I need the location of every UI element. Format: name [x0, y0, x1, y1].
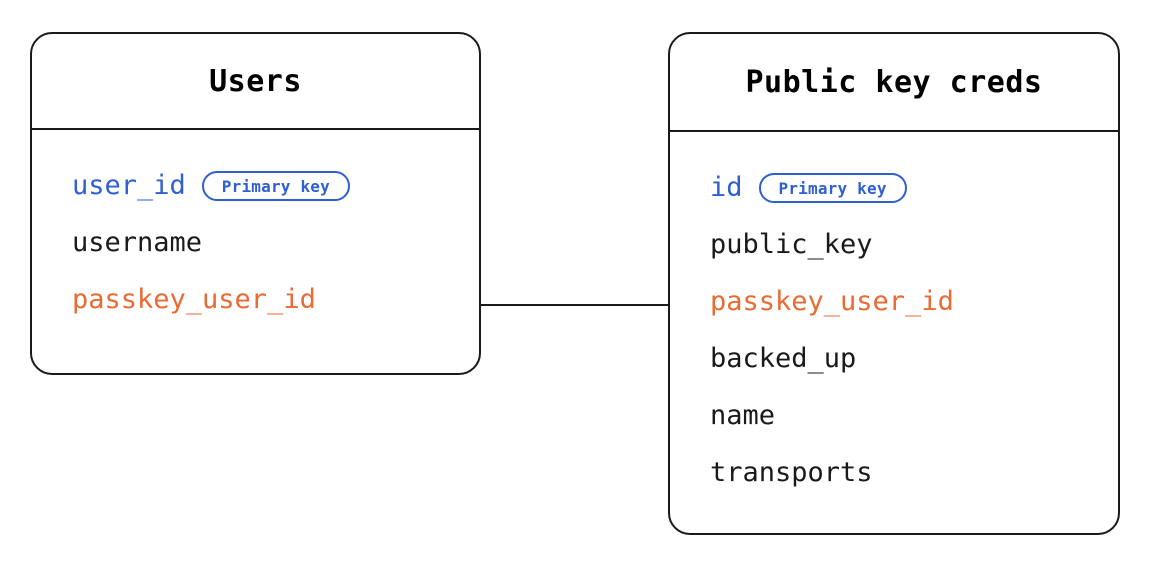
field-name-name: name: [710, 400, 776, 431]
primary-key-badge: Primary key: [201, 171, 350, 201]
field-row[interactable]: public_key: [710, 228, 873, 262]
entity-public-key-creds-header: Public key creds: [670, 34, 1118, 132]
relationship-connector-users-to-public-key-creds: [481, 304, 668, 306]
entity-public-key-creds-field-list: id Primary key public_key passkey_user_i…: [670, 132, 1118, 533]
field-name-user-id: user_id: [72, 170, 186, 201]
entity-public-key-creds-title: Public key creds: [745, 64, 1043, 100]
field-row[interactable]: username: [72, 226, 202, 260]
field-row[interactable]: transports: [710, 456, 873, 490]
field-row[interactable]: passkey_user_id: [72, 283, 316, 317]
field-name-passkey-user-id: passkey_user_id: [72, 284, 316, 315]
entity-public-key-creds[interactable]: Public key creds id Primary key public_k…: [668, 32, 1120, 535]
primary-key-badge-label: Primary key: [221, 176, 330, 196]
entity-users-title: Users: [209, 63, 302, 99]
entity-users-field-list: user_id Primary key username passkey_use…: [32, 130, 479, 373]
field-name-public-key: public_key: [710, 229, 873, 260]
field-name-transports: transports: [710, 457, 873, 488]
field-name-passkey-user-id: passkey_user_id: [710, 286, 954, 317]
entity-users[interactable]: Users user_id Primary key username passk…: [30, 32, 481, 375]
field-name-id: id: [710, 172, 743, 203]
primary-key-badge: Primary key: [758, 173, 907, 203]
field-row[interactable]: backed_up: [710, 342, 856, 376]
field-row[interactable]: id Primary key: [710, 171, 907, 205]
field-row[interactable]: user_id Primary key: [72, 169, 350, 203]
field-name-backed-up: backed_up: [710, 343, 857, 374]
field-row[interactable]: name: [710, 399, 775, 433]
field-name-username: username: [72, 227, 203, 258]
primary-key-badge-label: Primary key: [778, 178, 887, 198]
entity-users-header: Users: [32, 34, 479, 130]
field-row[interactable]: passkey_user_id: [710, 285, 954, 319]
